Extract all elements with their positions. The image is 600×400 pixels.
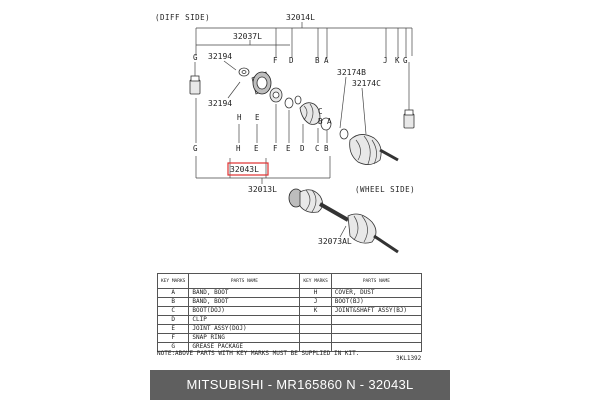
washer-32194 — [238, 67, 250, 77]
key-mark-H-mid: H — [237, 113, 242, 122]
drawing-code: 3KL1392 — [396, 355, 422, 362]
key-cell: G — [156, 342, 190, 352]
key-cell: C — [156, 306, 190, 316]
name-cell: BOOT(BJ) — [330, 297, 423, 307]
assembled-drive-shaft — [288, 188, 399, 254]
key-mark-G-top: G — [403, 56, 408, 65]
key-cell: D — [156, 315, 190, 325]
grease-package-left — [189, 62, 201, 95]
key-mark-F-top: F — [273, 56, 278, 65]
key-mark-E-bottom: E — [254, 144, 259, 153]
key-mark-B-bottom: B — [324, 144, 329, 153]
key-mark-J-top: J — [383, 56, 388, 65]
name-cell: JOINT&SHAFT ASSY(BJ) — [330, 306, 423, 316]
key-mark-E2-bottom: E — [286, 144, 291, 153]
boot-doj — [299, 102, 321, 125]
key-marks-header: KEY MARKS — [156, 273, 190, 289]
band-boot-b — [339, 128, 349, 140]
key-cell — [299, 324, 332, 334]
key-cell: F — [156, 333, 190, 343]
key-mark-E-mid: E — [255, 113, 260, 122]
parts-key-table: KEY MARKS PARTS NAME KEY MARKS PARTS NAM… — [156, 273, 423, 352]
grease-package-right — [403, 62, 415, 129]
key-mark-D-top: D — [289, 56, 294, 65]
name-cell — [330, 324, 423, 334]
key-mark-B-mid: B — [318, 117, 323, 126]
table-row: E JOINT ASSY(DOJ) — [156, 324, 423, 334]
boot-bj — [349, 134, 382, 165]
part-number-32194-bottom[interactable]: 32194 — [208, 99, 232, 108]
name-cell — [330, 342, 423, 352]
doj-inner-race — [269, 87, 283, 103]
table-row: D CLIP — [156, 315, 423, 325]
key-mark-K-top: K — [395, 56, 400, 65]
key-cell: A — [156, 288, 190, 298]
name-cell: BOOT(DOJ) — [188, 306, 301, 316]
key-mark-C-mid: C — [318, 107, 323, 116]
table-row: G GREASE PACKAGE — [156, 342, 423, 352]
part-number-32073AL[interactable]: 32073AL — [318, 237, 352, 246]
table-row: B BAND, BOOT J BOOT(BJ) — [156, 297, 423, 307]
key-mark-F-bottom: F — [273, 144, 278, 153]
key-mark-B-top: B — [315, 56, 320, 65]
leader-lines-top — [275, 28, 407, 58]
clip — [294, 95, 302, 105]
wheel-side-label: (WHEEL SIDE) — [355, 185, 415, 194]
name-cell — [330, 315, 423, 325]
snap-ring — [284, 97, 294, 109]
kit-note: NOTE:ABOVE PARTS WITH KEY MARKS MUST BE … — [157, 350, 360, 357]
leader-lines-bottom — [195, 98, 328, 143]
key-cell: E — [156, 324, 190, 334]
diff-side-label: (DIFF SIDE) — [155, 13, 210, 22]
part-number-32043L[interactable]: 32043L — [230, 165, 259, 174]
key-mark-A-mid: A — [327, 117, 332, 126]
key-mark-D-bottom: D — [300, 144, 305, 153]
part-number-32174C[interactable]: 32174C — [352, 79, 381, 88]
parts-name-header: PARTS NAME — [188, 273, 301, 289]
key-cell — [299, 333, 332, 343]
part-info-footer: MITSUBISHI - MR165860 N - 32043L — [150, 370, 450, 400]
band-boot-a — [320, 117, 332, 131]
table-header-row: KEY MARKS PARTS NAME KEY MARKS PARTS NAM… — [156, 273, 423, 289]
part-number-32014L[interactable]: 32014L — [286, 13, 315, 22]
bj-shaft — [379, 148, 399, 162]
part-number-32194-top[interactable]: 32194 — [208, 52, 232, 61]
parts-name-header-2: PARTS NAME — [330, 273, 423, 289]
key-cell — [299, 315, 332, 325]
table-row: C BOOT(DOJ) K JOINT&SHAFT ASSY(BJ) — [156, 306, 423, 316]
key-mark-G-bottom: G — [193, 144, 198, 153]
table-row: A BAND, BOOT H COVER, DUST — [156, 288, 423, 298]
name-cell: CLIP — [188, 315, 301, 325]
doj-housing — [251, 71, 272, 95]
part-number-32174B[interactable]: 32174B — [337, 68, 366, 77]
name-cell: SNAP RING — [188, 333, 301, 343]
name-cell: JOINT ASSY(DOJ) — [188, 324, 301, 334]
part-number-32037L[interactable]: 32037L — [233, 32, 262, 41]
table-row: F SNAP RING — [156, 333, 423, 343]
name-cell: BAND, BOOT — [188, 297, 301, 307]
name-cell — [330, 333, 423, 343]
key-cell: J — [299, 297, 332, 307]
key-mark-H-bottom: H — [236, 144, 241, 153]
key-cell — [299, 342, 332, 352]
top-bracket — [195, 22, 413, 56]
key-mark-C-bottom: C — [315, 144, 320, 153]
key-mark-G-left: G — [193, 53, 198, 62]
key-marks-header-2: KEY MARKS — [299, 273, 332, 289]
part-number-32013L[interactable]: 32013L — [248, 185, 277, 194]
key-mark-A-top: A — [324, 56, 329, 65]
key-cell: B — [156, 297, 190, 307]
name-cell: BAND, BOOT — [188, 288, 301, 298]
name-cell: COVER, DUST — [330, 288, 423, 298]
highlight-box-32043L — [227, 162, 269, 176]
key-cell: K — [299, 306, 332, 316]
key-cell: H — [299, 288, 332, 298]
